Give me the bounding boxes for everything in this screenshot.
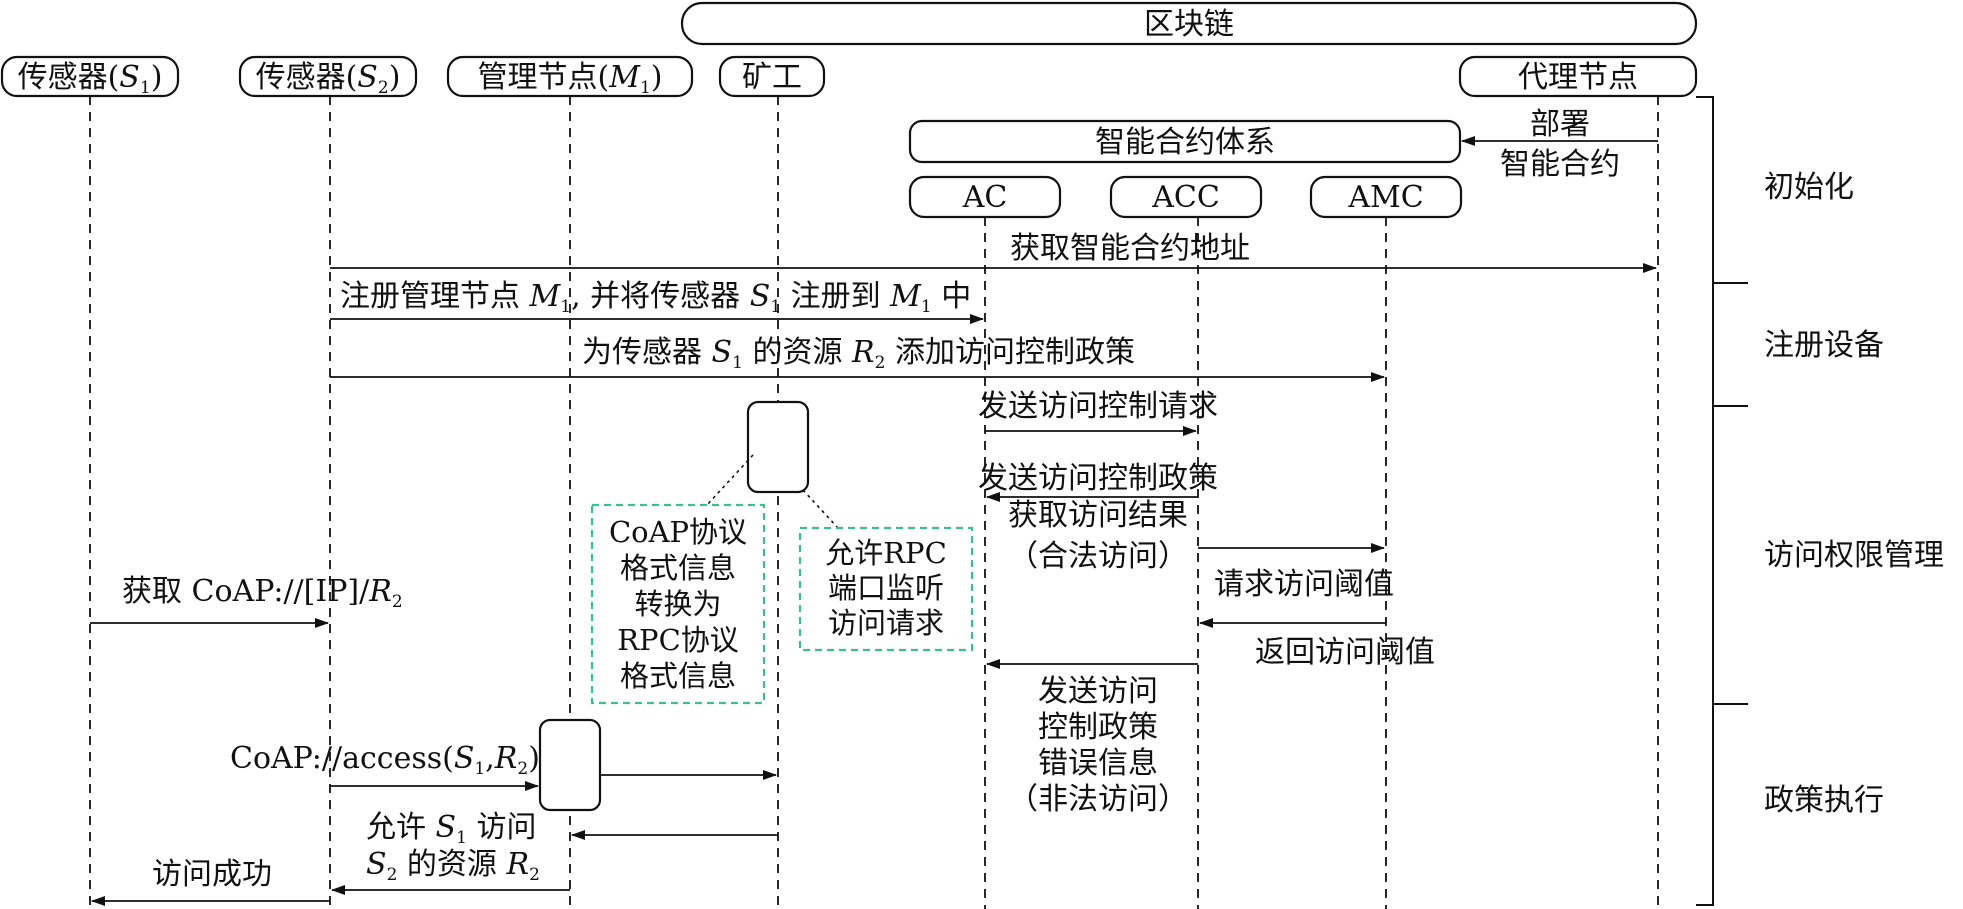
note-rpc-listen: 允许RPC 端口监听 访问请求 <box>798 526 974 652</box>
note-connector-rpc <box>802 489 839 529</box>
participant-m1-name: 管理节点 <box>478 60 598 95</box>
blockchain-label: 区块链 <box>1144 7 1234 42</box>
msg-return-threshold-label: 返回访问阈值 <box>1255 635 1435 670</box>
lifelines <box>89 96 1659 909</box>
msg-register-label: 注册管理节点 M1, 并将传感器 S1 注册到 M1 中 <box>340 279 971 317</box>
msg-error-line1: 发送访问 <box>1038 674 1158 709</box>
msg-send-request-label: 发送访问控制请求 <box>978 389 1218 424</box>
msg-access-success-label: 访问成功 <box>152 857 272 892</box>
note-coap-conversion: CoAP协议 格式信息 转换为 RPC协议 格式信息 <box>590 503 766 705</box>
participant-s2-sub: 2 <box>378 78 389 98</box>
note-rpc-line3: 访问请求 <box>828 606 944 640</box>
msg-add-policy-label: 为传感器 S1 的资源 R2 添加访问控制政策 <box>582 335 1135 373</box>
phase-brackets: 初始化 注册设备 访问权限管理 政策执行 <box>1696 96 1944 906</box>
phase-enforce-label: 政策执行 <box>1764 783 1884 818</box>
msg-coap-access-label: CoAP://access(S1,R2) <box>230 741 540 779</box>
msg-get-coap: 获取 CoAP://[IP]/R2 <box>90 574 403 628</box>
msg-get-result-line1: 获取访问结果 <box>1008 498 1188 533</box>
phase-init-label: 初始化 <box>1764 170 1854 205</box>
msg-allow-access-line1: 允许 S1 访问 <box>366 810 536 848</box>
msg-error-line3: 错误信息 <box>1038 746 1158 781</box>
miner-activation-box <box>746 400 810 494</box>
svg-text:传感器(S2): 传感器(S2) <box>256 60 401 98</box>
msg-error-info: 发送访问 控制政策 错误信息 （非法访问） <box>986 659 1198 817</box>
msg-get-result-line2: （合法访问） <box>1008 539 1188 574</box>
m1-activation-box <box>538 718 602 812</box>
participant-s1-sym: S <box>119 60 140 95</box>
contract-acc-label: ACC <box>1151 180 1220 215</box>
contract-ac-label: AC <box>962 180 1008 215</box>
msg-error-line2: 控制政策 <box>1038 710 1158 745</box>
msg-allow-access-line2: S2 的资源 R2 <box>366 847 540 885</box>
msg-access-success: 访问成功 <box>91 857 330 906</box>
msg-request-threshold: 请求访问阈值 <box>1214 567 1394 602</box>
participant-m1-sub: 1 <box>640 78 651 98</box>
msg-get-address-label: 获取智能合约地址 <box>1010 231 1250 266</box>
msg-send-policy-label: 发送访问控制政策 <box>978 461 1218 496</box>
participant-s1-sub: 1 <box>140 78 151 98</box>
msg-allow-access: 允许 S1 访问 S2 的资源 R2 <box>331 810 570 895</box>
msg-get-result: 获取访问结果 （合法访问） <box>1008 498 1385 574</box>
contract-ac: AC <box>908 175 1062 219</box>
msg-deploy: 部署 智能合约 <box>1461 107 1658 182</box>
participant-m1: 管理节点(M1) <box>446 55 694 98</box>
participant-s2: 传感器(S2) <box>238 55 418 98</box>
participant-miner-name: 矿工 <box>742 60 802 95</box>
svg-text:管理节点(M1): 管理节点(M1) <box>478 60 663 98</box>
note-coap-line4: RPC协议 <box>617 623 739 657</box>
participant-s2-sym: S <box>357 60 378 95</box>
note-connector-coap <box>706 454 754 506</box>
msg-error-line4: （非法访问） <box>1008 782 1188 817</box>
msg-get-coap-label: 获取 CoAP://[IP]/R2 <box>122 574 403 612</box>
msg-register: 注册管理节点 M1, 并将传感器 S1 注册到 M1 中 <box>330 279 984 324</box>
note-rpc-line2: 端口监听 <box>828 571 944 605</box>
participant-miner: 矿工 <box>718 55 826 98</box>
contract-acc: ACC <box>1109 175 1263 219</box>
contract-system-box: 智能合约体系 <box>908 119 1462 164</box>
msg-send-policy: 发送访问控制政策 <box>978 461 1218 502</box>
participant-proxy: 代理节点 <box>1458 55 1698 98</box>
msg-coap-access: CoAP://access(S1,R2) <box>230 741 540 791</box>
participant-m1-sym: M <box>608 60 641 95</box>
msg-send-request: 发送访问控制请求 <box>978 389 1218 436</box>
note-coap-line3: 转换为 <box>634 587 721 621</box>
contract-system-label: 智能合约体系 <box>1095 125 1275 160</box>
msg-add-policy: 为传感器 S1 的资源 R2 添加访问控制政策 <box>330 335 1385 382</box>
contract-amc: AMC <box>1309 175 1463 219</box>
msg-get-address: 获取智能合约地址 <box>330 231 1657 273</box>
participant-s1: 传感器(S1) <box>0 55 180 98</box>
participant-s1-name: 传感器 <box>18 60 108 95</box>
participant-proxy-name: 代理节点 <box>1518 60 1638 95</box>
contract-amc-label: AMC <box>1347 180 1423 215</box>
msg-return-threshold: 返回访问阈值 <box>1199 618 1435 670</box>
msg-request-threshold-label: 请求访问阈值 <box>1214 567 1394 602</box>
note-coap-line1: CoAP协议 <box>609 515 747 549</box>
note-coap-line5: 格式信息 <box>620 659 736 693</box>
msg-deploy-line1: 部署 <box>1530 107 1590 142</box>
blockchain-banner: 区块链 <box>680 1 1698 46</box>
msg-deploy-line2: 智能合约 <box>1500 147 1620 182</box>
participant-s2-name: 传感器 <box>256 60 346 95</box>
phase-divider-top <box>1696 96 1714 906</box>
note-coap-line2: 格式信息 <box>620 551 736 585</box>
phase-permission-label: 访问权限管理 <box>1764 538 1944 573</box>
note-rpc-line1: 允许RPC <box>825 536 947 570</box>
phase-register-label: 注册设备 <box>1764 328 1884 363</box>
svg-text:传感器(S1): 传感器(S1) <box>18 60 163 98</box>
